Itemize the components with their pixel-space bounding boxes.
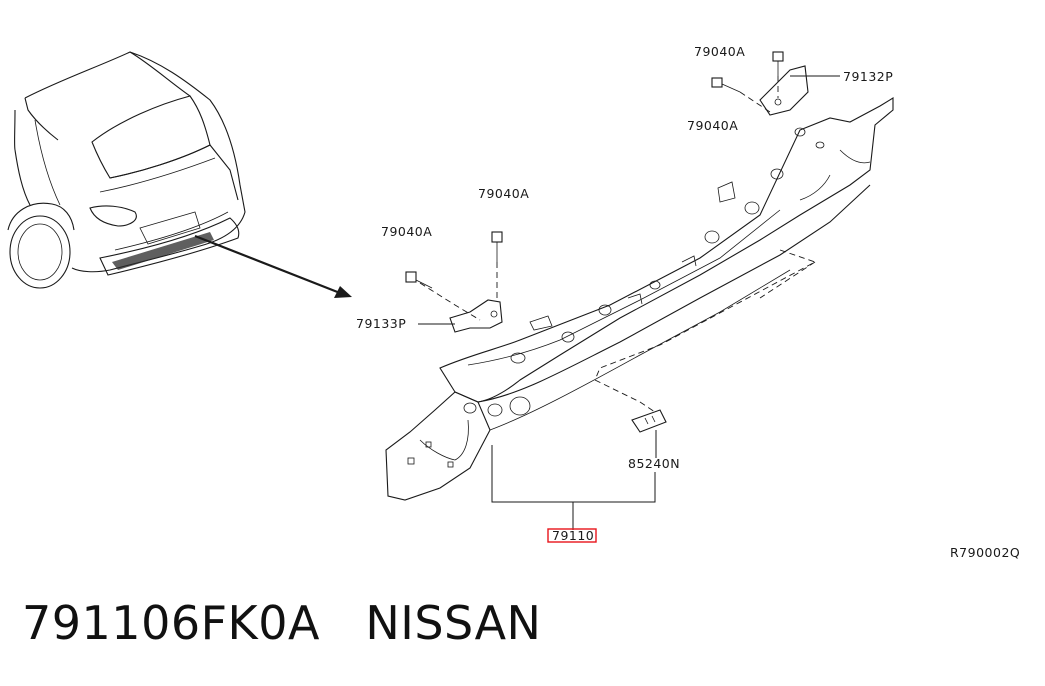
label-diagram-code: R790002Q bbox=[950, 545, 1020, 560]
bracket-left-79133P bbox=[449, 299, 503, 333]
pointer-arrow bbox=[194, 234, 352, 298]
bracket-right-79132P bbox=[759, 65, 809, 116]
main-part-highlight-box bbox=[547, 528, 597, 543]
caption-brand: NISSAN bbox=[365, 596, 542, 650]
mounting-holes bbox=[463, 127, 825, 417]
label-bolt-top-right: 79040A bbox=[694, 44, 745, 59]
bolt-icons bbox=[405, 51, 784, 289]
clip-85240N bbox=[631, 409, 667, 433]
vehicle-illustration bbox=[7, 51, 246, 289]
rear-panel-member bbox=[385, 97, 894, 501]
bolt-right-lower-icon bbox=[711, 77, 741, 93]
bolt-top-right-icon bbox=[772, 51, 784, 76]
caption-part-number: 791106FK0A bbox=[22, 596, 320, 650]
part-labels: 79040A 79132P 79040A 79040A 79040A 79133… bbox=[356, 44, 1020, 560]
label-bolt-right-lower: 79040A bbox=[687, 118, 738, 133]
caption-spacer bbox=[320, 596, 365, 650]
leader-lines bbox=[418, 75, 840, 530]
label-main-part: 79110 bbox=[552, 528, 594, 543]
label-bracket-right: 79132P bbox=[843, 69, 893, 84]
part-caption: 791106FK0A NISSAN bbox=[22, 596, 541, 650]
label-bracket-left: 79133P bbox=[356, 316, 406, 331]
bolt-left-icon bbox=[405, 271, 433, 289]
bolt-center-icon bbox=[491, 231, 503, 262]
label-clip-part: 85240N bbox=[628, 456, 680, 471]
alignment-lines bbox=[419, 76, 817, 413]
label-bolt-left: 79040A bbox=[381, 224, 432, 239]
label-bolt-center: 79040A bbox=[478, 186, 529, 201]
